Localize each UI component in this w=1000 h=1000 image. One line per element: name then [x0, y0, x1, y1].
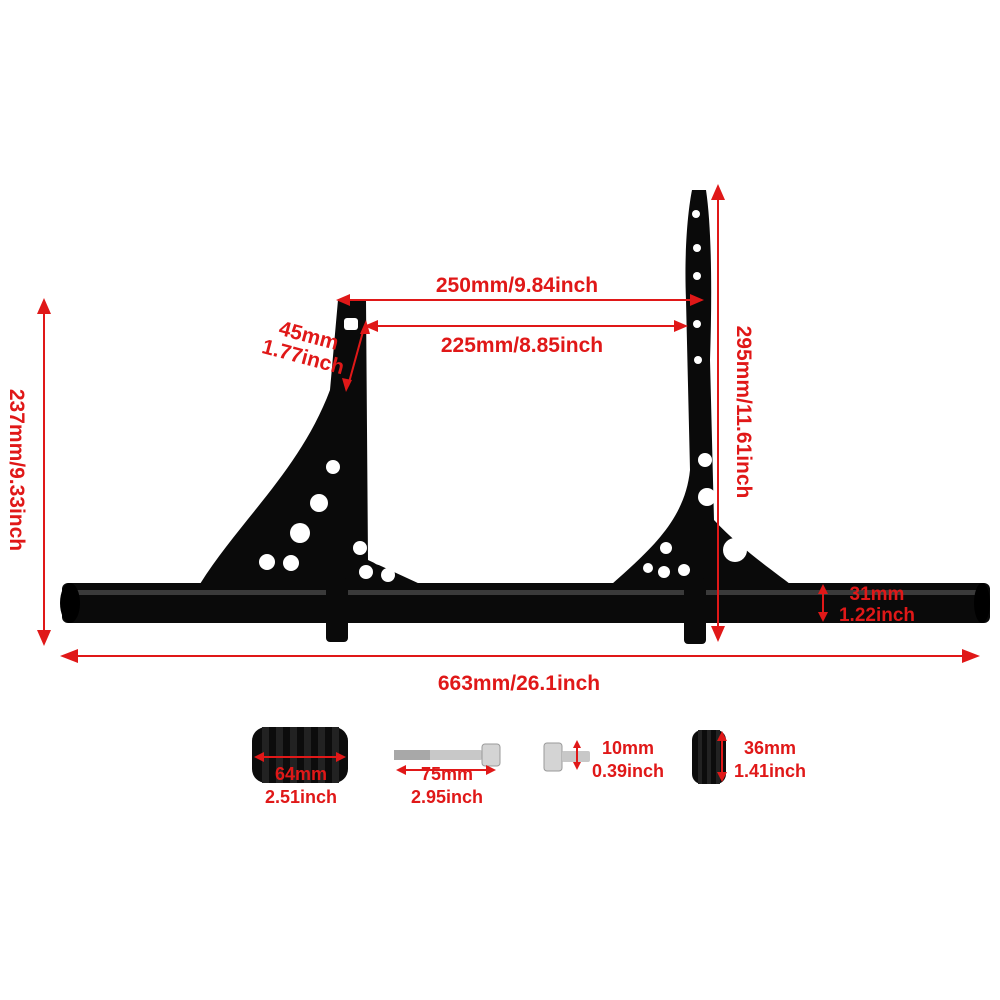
gusset-hole [359, 565, 373, 579]
gusset-hole [723, 538, 747, 562]
gusset-hole [643, 563, 653, 573]
left-peg-mm-label: 64mm [275, 764, 327, 784]
crash-bar [60, 190, 990, 644]
tube-dia-in-label: 1.22inch [839, 605, 915, 626]
gusset-hole [326, 460, 340, 474]
top-span-label: 250mm/9.84inch [436, 274, 598, 297]
gusset-hole [660, 542, 672, 554]
gusset-hole [678, 564, 690, 576]
gusset-hole [762, 548, 778, 564]
gusset-hole [290, 523, 310, 543]
gusset-hole [658, 566, 670, 578]
plate-hole [693, 320, 701, 328]
short-bolt [543, 740, 590, 772]
short-bolt-in-label: 0.39inch [592, 761, 664, 781]
tube-end-right [974, 583, 990, 623]
gusset-hole [698, 453, 712, 467]
right-peg-in-label: 1.41inch [734, 761, 806, 781]
right-bracket [612, 190, 790, 584]
tube-end-left [60, 583, 80, 623]
tube-dia-mm-label: 31mm [850, 584, 905, 605]
right-peg-mm-label: 36mm [744, 738, 796, 758]
right-footpeg [692, 730, 727, 784]
gusset-hole [310, 494, 328, 512]
plate-hole [694, 356, 702, 364]
short-bolt-mm-label: 10mm [602, 738, 654, 758]
right-collar [684, 578, 706, 644]
plate-hole [692, 210, 700, 218]
dimension-lines [37, 184, 980, 663]
plate-hole [693, 272, 701, 280]
total-length-label: 663mm/26.1inch [438, 672, 600, 695]
inner-span-label: 225mm/8.85inch [441, 334, 603, 357]
gusset-hole [259, 554, 275, 570]
gusset-hole [283, 555, 299, 571]
right-height-label: 295mm/11.61inch [732, 326, 755, 499]
left-collar [326, 578, 348, 642]
left-height-label: 237mm/9.33inch [5, 389, 28, 551]
gusset-hole [371, 547, 389, 565]
bolt-mm-label: 75mm [421, 764, 473, 784]
tube-highlight [70, 590, 980, 595]
left-bracket-slot [344, 318, 358, 330]
gusset-hole [381, 568, 395, 582]
gusset-hole [698, 488, 716, 506]
long-bolt [394, 743, 501, 775]
plate-hole [693, 244, 701, 252]
gusset-hole [353, 541, 367, 555]
left-bracket [200, 300, 420, 584]
left-footpeg [252, 727, 348, 783]
left-peg-in-label: 2.51inch [265, 787, 337, 807]
bolt-in-label: 2.95inch [411, 787, 483, 807]
